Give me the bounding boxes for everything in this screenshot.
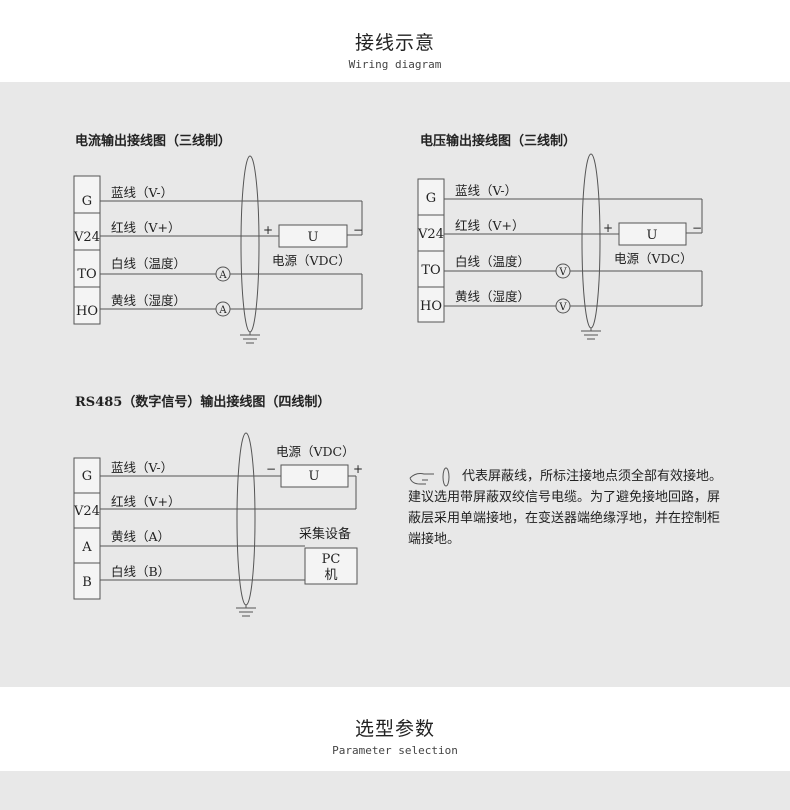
supply-box-label: U [309,469,320,484]
terminal-label: HO [420,299,442,314]
minus-sign: − [266,462,276,476]
wire-label: 蓝线（V-） [111,460,173,475]
wire-label: 蓝线（V-） [455,183,517,198]
plus-sign: + [603,221,613,235]
wiring-diagrams: 电流输出接线图（三线制） G V24 TO HO 蓝线（V-） 红线（V+） 白… [73,133,703,617]
supply-label: 电源（VDC） [276,444,355,459]
shield-note: 代表屏蔽线，所标注接地点须全部有效接地。建议选用带屏蔽双绞信号电缆。为了避免接地… [408,469,723,547]
minus-sign: − [692,221,702,235]
diagram-voltage-output [417,153,703,340]
meter-symbol: V [558,302,567,313]
supply-box-label: U [647,228,658,243]
pointing-hand-icon [409,473,434,485]
section-title-en: Parameter selection [332,744,458,757]
ammeter-icon [215,301,231,317]
supply-box-label: U [308,230,319,245]
section-title-zh: 选型参数 [354,718,435,740]
collector-label: 采集设备 [299,526,351,542]
wire-label: 红线（V+） [111,220,181,235]
meter-symbol: V [558,267,567,278]
voltmeter-icon [555,263,571,279]
shield-ellipse-icon [240,155,260,333]
terminal-label: G [82,194,92,209]
diagram-title: RS485（数字信号）输出接线图（四线制） [75,394,330,410]
plus-sign: + [353,462,363,476]
voltmeter-icon [555,298,571,314]
plus-sign: + [263,223,273,237]
wire-label: 蓝线（V-） [111,185,173,200]
wire-label: 白线（温度） [111,256,186,271]
section-title-zh: 接线示意 [354,32,435,54]
terminal-label: V24 [73,504,100,519]
pc-label: PC [322,552,341,567]
diagram-current-output [73,155,363,344]
shield-ellipse-icon [236,432,256,606]
minus-sign: − [353,223,363,237]
terminal-label: V24 [417,227,444,242]
terminal-label: B [82,575,92,590]
terminal-label: HO [76,304,98,319]
parameter-panel [0,771,790,810]
wire-label: 黄线（湿度） [111,293,186,308]
wire-label: 红线（V+） [455,218,525,233]
supply-label: 电源（VDC） [272,253,351,268]
supply-box [280,464,349,488]
supply-label: 电源（VDC） [614,251,693,266]
meter-symbol: A [218,305,227,316]
pc-box [304,547,358,585]
supply-box [618,222,687,246]
terminal-label: V24 [73,230,100,245]
wire-label: 黄线（湿度） [455,289,530,304]
terminal-label: TO [421,263,440,278]
wire-label: 白线（温度） [455,254,530,269]
terminal-label: A [81,540,92,555]
shield-ellipse-icon [442,467,450,487]
diagram-rs485-output [73,432,358,617]
section-header-parameters: 选型参数 Parameter selection [0,714,790,757]
wire-label: 白线（B） [111,564,170,579]
ammeter-icon [215,266,231,282]
diagram-title: 电流输出接线图（三线制） [75,133,231,149]
diagram-title: 电压输出接线图（三线制） [420,133,576,149]
supply-box [278,224,348,248]
shield-ellipse-icon [581,153,601,329]
terminal-label: TO [77,267,96,282]
section-header-wiring: 接线示意 Wiring diagram [0,28,790,71]
terminal-label: G [82,469,92,484]
meter-symbol: A [218,270,227,281]
terminal-label: G [426,191,436,206]
section-title-en: Wiring diagram [348,58,442,71]
wire-label: 红线（V+） [111,494,181,509]
wire-label: 黄线（A） [111,529,170,544]
pc-label: 机 [324,568,337,583]
wiring-panel [0,82,790,687]
